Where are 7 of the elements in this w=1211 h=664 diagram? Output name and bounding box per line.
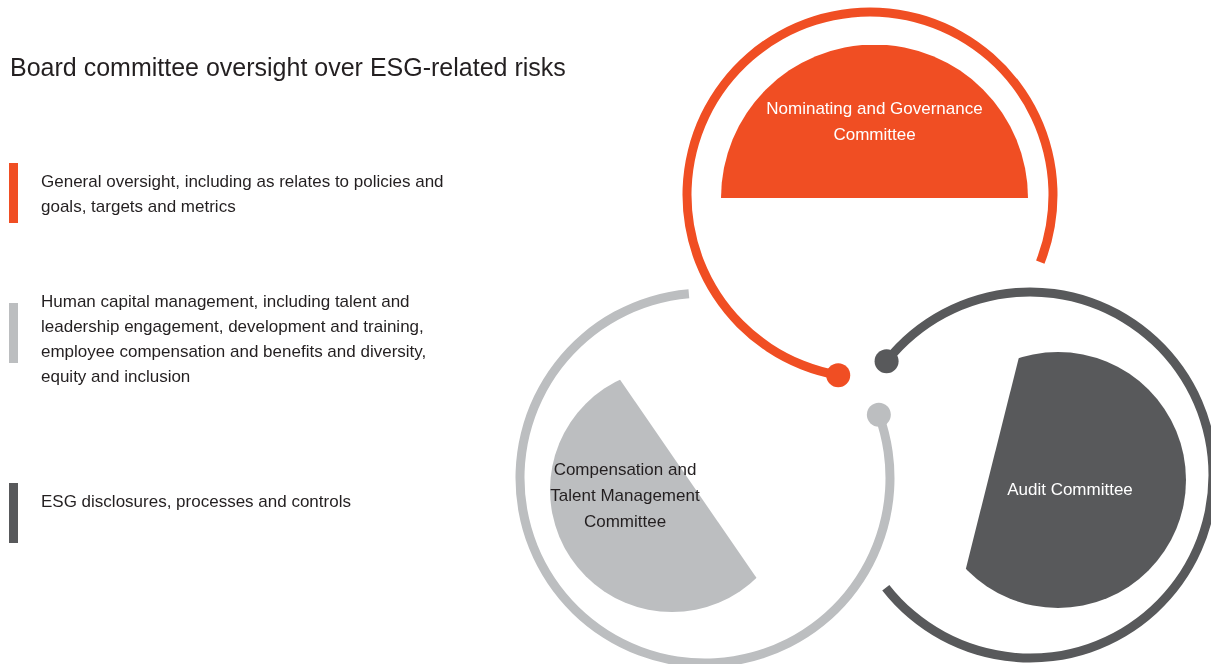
legend-text: ESG disclosures, processes and controls [41, 491, 352, 513]
committee-name: Compensation and Talent Management Committee [550, 459, 700, 533]
title: Board committee oversight over ESG-related risks [10, 53, 566, 82]
committee-name: Audit Committee [1006, 479, 1134, 501]
legend-text: Human capital management, including talent and leadership engagement, development and training, employee compensation and benefits and diversity, equity and inclusion [41, 291, 428, 388]
committee-name: Nominating and Governance Committee [765, 98, 984, 146]
legend-text: General oversight, including as relates to policies and goals, targets and metrics [41, 171, 445, 218]
